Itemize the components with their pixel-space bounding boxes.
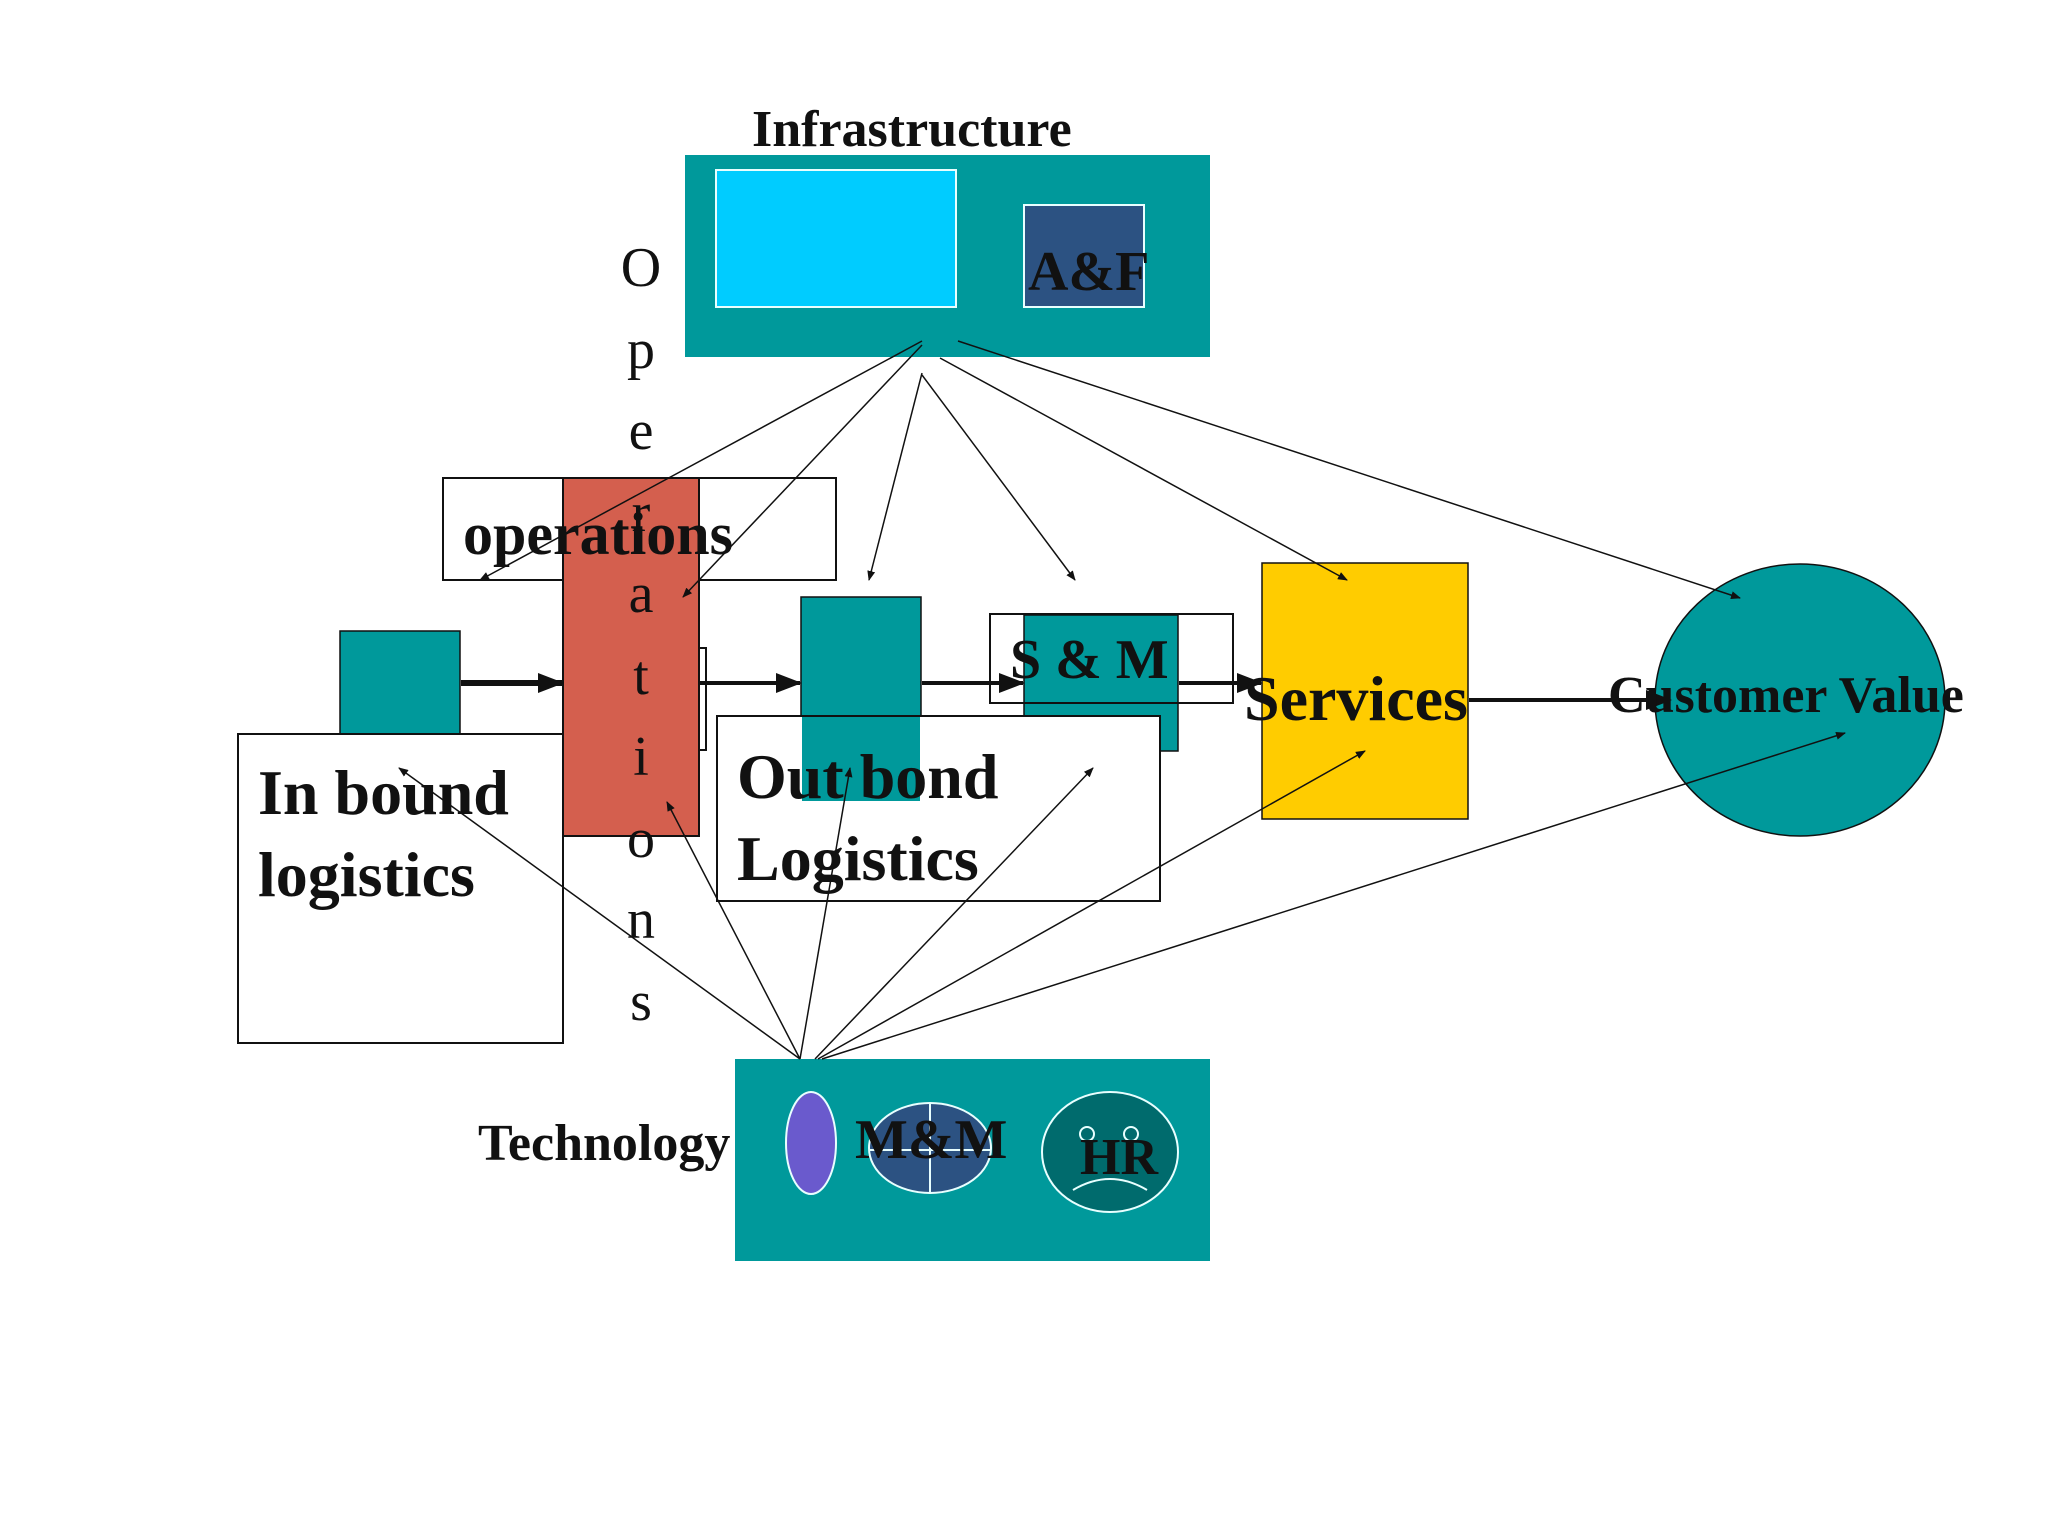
operations-letter: e	[628, 400, 654, 462]
infra-arrow-to-sm	[921, 374, 1076, 581]
sm-label: S & M	[1010, 629, 1169, 691]
inbound-logistics-label: In bound logistics	[258, 752, 509, 916]
af-box	[1023, 204, 1145, 308]
operations-box-label: operations	[463, 501, 733, 567]
infrastructure-label: Infrastructure	[752, 101, 1072, 158]
technology-arrows	[398, 731, 1846, 1060]
tech-arrow-to-inbound	[398, 767, 801, 1060]
operations-small-frame	[698, 647, 707, 751]
operations-letter: o	[627, 807, 655, 870]
services-label: Services	[1244, 663, 1468, 734]
af-label: A&F	[1028, 241, 1150, 303]
infra-arrow-to-operations-bar	[682, 344, 923, 598]
operations-letter: r	[631, 481, 651, 544]
operations-letter: a	[628, 563, 654, 625]
tech-arrow-to-sm	[814, 767, 1094, 1060]
technology-label: Technology	[478, 1115, 731, 1172]
outbound-line-1: Out bond	[737, 741, 999, 812]
mm-label: M&M	[855, 1109, 1008, 1171]
operations-letter: n	[627, 889, 655, 951]
inbound-logistics-box	[237, 733, 564, 1044]
inbound-teal-square	[339, 630, 461, 737]
outbound-logistics-label: Out bond Logistics	[737, 736, 998, 900]
operations-red-bar	[562, 477, 700, 837]
infrastructure-cyan-box	[715, 169, 957, 308]
operations-letter: s	[630, 970, 652, 1033]
tech-arrow-to-operations	[666, 801, 801, 1060]
inbound-line-1: In bound	[258, 757, 509, 828]
tech-arrow-to-customer	[821, 731, 1846, 1060]
customer-value-label: Customer Value	[1608, 667, 1964, 724]
infra-arrow-to-customer	[957, 340, 1741, 599]
tech-arrow-to-services	[817, 750, 1366, 1060]
operations-vertical-label: O p e r a t i o n s	[616, 228, 666, 1043]
operations-letter: O	[620, 237, 662, 299]
services-block	[1261, 562, 1469, 820]
infra-arrow-to-services	[939, 357, 1348, 581]
inbound-line-2: logistics	[258, 839, 475, 910]
infra-arrow-to-operations-left	[479, 340, 923, 581]
operations-letter: t	[633, 644, 649, 707]
frown-face-icon	[1041, 1091, 1179, 1213]
outbound-teal-overlap	[802, 717, 920, 801]
sm-outline-box	[989, 613, 1234, 704]
infra-arrow-to-outbound	[867, 372, 923, 581]
purple-oval	[785, 1091, 837, 1195]
infrastructure-arrows	[479, 340, 1741, 599]
outbound-line-2: Logistics	[737, 823, 979, 894]
tech-arrow-to-outbound	[799, 767, 853, 1060]
operations-letter: p	[627, 318, 655, 381]
operations-letter: i	[633, 726, 649, 788]
hr-label: HR	[1080, 1129, 1158, 1186]
outbound-logistics-box	[716, 715, 1161, 902]
